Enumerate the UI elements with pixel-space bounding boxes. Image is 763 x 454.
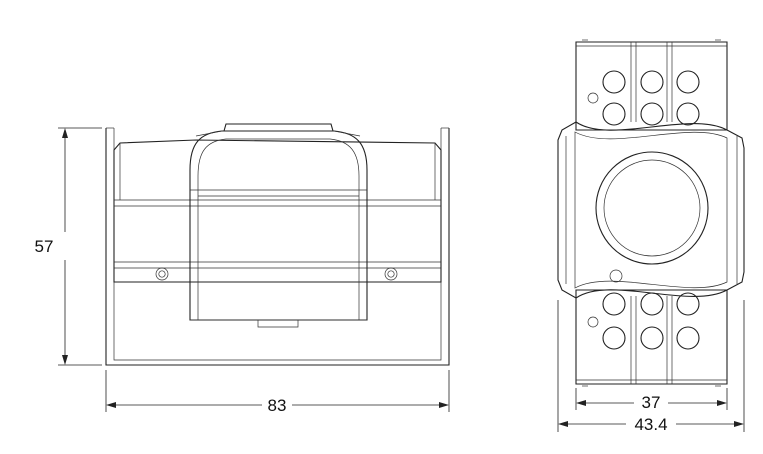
terminal-hole	[602, 70, 626, 94]
dimension-height: 57	[35, 127, 102, 366]
terminal-hole	[602, 102, 626, 126]
terminal-hole	[676, 292, 700, 316]
width-dimension-label: 83	[268, 396, 287, 415]
outer-width-dimension-label: 43.4	[634, 415, 667, 434]
side-lens	[595, 151, 709, 265]
dimension-width: 83	[105, 370, 450, 415]
dimension-side-inner: 37	[575, 388, 728, 412]
terminal-hole	[602, 292, 626, 316]
terminal-hole	[640, 292, 664, 316]
side-view	[557, 39, 745, 387]
front-view	[105, 123, 450, 366]
terminal-hole	[640, 70, 664, 94]
height-dimension-label: 57	[35, 237, 54, 256]
dimension-side-outer: 43.4	[557, 300, 745, 434]
terminal-hole	[676, 70, 700, 94]
inner-width-dimension-label: 37	[642, 393, 661, 412]
terminal-hole	[640, 326, 664, 350]
terminal-hole	[676, 102, 700, 126]
small-screw	[587, 92, 599, 104]
side-terminal-holes	[587, 70, 700, 350]
terminal-hole	[640, 102, 664, 126]
front-right-screw	[384, 267, 398, 281]
small-screw	[587, 316, 599, 328]
terminal-hole	[676, 326, 700, 350]
terminal-hole	[602, 326, 626, 350]
front-left-screw	[155, 267, 169, 281]
